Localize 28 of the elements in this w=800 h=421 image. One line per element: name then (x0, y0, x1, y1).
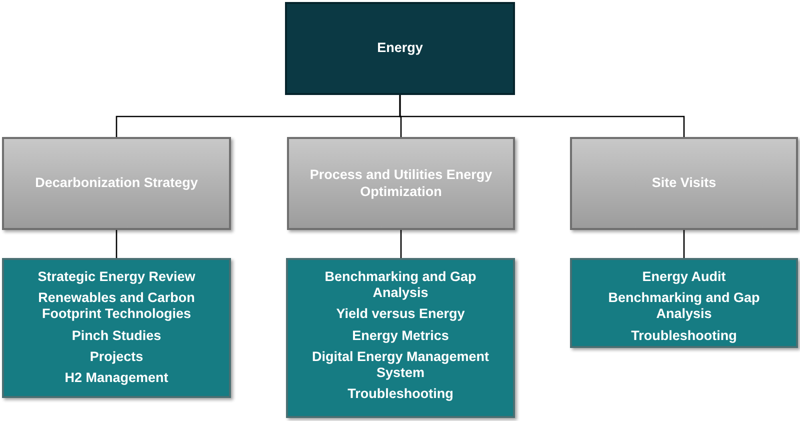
connector-line (399, 95, 685, 137)
topic-text: Renewables and Carbon Footprint Technologies (37, 290, 196, 323)
category-box (287, 137, 515, 230)
topic-text: Benchmarking and Gap Analysis (607, 290, 761, 323)
category-box (570, 137, 798, 230)
topic-text: Benchmarking and Gap Analysis (324, 269, 478, 302)
topic-list-box (286, 258, 515, 418)
root-box (285, 2, 515, 95)
topic-text: Projects (90, 348, 144, 365)
connector-line (400, 230, 402, 258)
box-title: Process and Utilities Energy Optimization (308, 167, 494, 200)
topic-text: H2 Management (64, 370, 168, 386)
topic-text: Energy Metrics (352, 328, 449, 344)
topic-text: Troubleshooting (631, 328, 737, 344)
connector-line (683, 230, 685, 258)
topic-text: Pinch Studies (72, 328, 162, 344)
category-box (2, 137, 231, 230)
topic-text: Troubleshooting (348, 386, 454, 402)
topic-list-box (2, 258, 231, 398)
topic-text: Digital Energy Management System (310, 348, 490, 382)
box-title: Decarbonization Strategy (35, 175, 198, 192)
topic-list-box (570, 258, 798, 348)
box-title: Energy (377, 40, 423, 57)
topic-text: Strategic Energy Review (38, 269, 196, 286)
connector-line (116, 230, 118, 258)
topic-text: Yield versus Energy (336, 306, 465, 323)
box-title: Site Visits (652, 175, 716, 192)
topic-text: Energy Audit (642, 269, 726, 286)
